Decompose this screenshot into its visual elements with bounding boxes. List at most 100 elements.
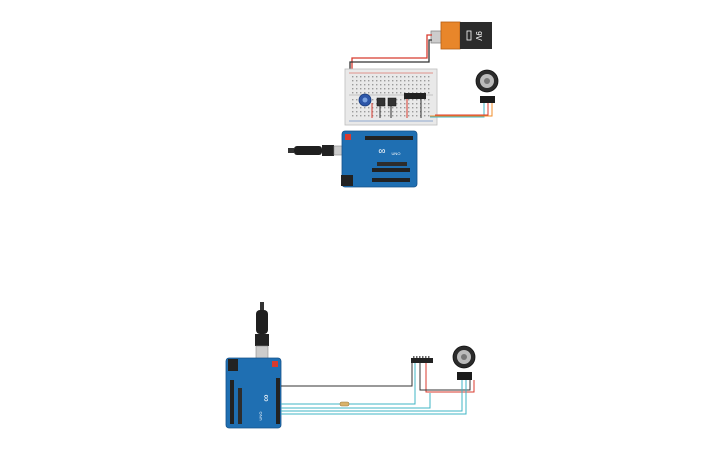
breadboard-hole xyxy=(384,107,386,109)
breadboard-hole xyxy=(360,88,362,90)
breadboard-hole xyxy=(396,107,398,109)
breadboard-hole xyxy=(376,76,378,78)
breadboard-hole xyxy=(372,92,374,94)
usb-cable-bottom[interactable] xyxy=(255,302,269,361)
breadboard-hole xyxy=(428,80,430,82)
breadboard-hole xyxy=(416,111,418,113)
breadboard-hole xyxy=(428,92,430,94)
breadboard-hole xyxy=(356,103,358,105)
breadboard-hole xyxy=(380,107,382,109)
breadboard-hole xyxy=(404,76,406,78)
breadboard-hole xyxy=(424,80,426,82)
breadboard-hole xyxy=(420,80,422,82)
breadboard-hole xyxy=(424,103,426,105)
resistor[interactable] xyxy=(339,401,350,407)
breadboard-hole xyxy=(416,103,418,105)
wire-motor-orange[interactable] xyxy=(430,103,493,117)
breadboard-hole xyxy=(408,99,410,101)
breadboard-hole xyxy=(376,111,378,113)
wire-bottom-red-1[interactable] xyxy=(425,363,475,393)
breadboard-hole xyxy=(396,103,398,105)
breadboard-hole xyxy=(360,115,362,117)
breadboard-hole xyxy=(388,84,390,86)
breadboard-hole xyxy=(420,76,422,78)
usb-cable-icon[interactable] xyxy=(288,145,349,156)
stepper-motor-bottom[interactable] xyxy=(452,345,476,380)
breadboard-hole xyxy=(428,99,430,101)
breadboard-hole xyxy=(400,92,402,94)
breadboard-hole xyxy=(420,92,422,94)
wire-bottom-black-2[interactable] xyxy=(419,363,471,391)
breadboard-hole xyxy=(408,115,410,117)
breadboard-hole xyxy=(412,115,414,117)
breadboard-hole xyxy=(404,88,406,90)
wire-motor-teal[interactable] xyxy=(430,103,485,118)
breadboard-hole xyxy=(364,107,366,109)
arduino-top-brand: UNO xyxy=(392,151,401,156)
breadboard-hole xyxy=(416,76,418,78)
breadboard-hole xyxy=(428,115,430,117)
breadboard-hole xyxy=(368,115,370,117)
top-circuit[interactable]: 9V xyxy=(288,21,499,188)
wire-battery-black[interactable] xyxy=(349,39,432,70)
wire-bottom-teal-2[interactable] xyxy=(281,393,431,409)
breadboard-hole xyxy=(400,80,402,82)
breadboard-hole xyxy=(372,115,374,117)
breadboard-hole xyxy=(380,76,382,78)
pushbutton-1[interactable] xyxy=(376,97,386,107)
breadboard-hole xyxy=(412,80,414,82)
arduino-bottom-logo: ∞ xyxy=(261,394,272,401)
breadboard-hole xyxy=(368,84,370,86)
breadboard-hole xyxy=(396,80,398,82)
breadboard-hole xyxy=(424,115,426,117)
breadboard-hole xyxy=(356,80,358,82)
driver-chip-icon[interactable] xyxy=(404,93,426,99)
breadboard-hole xyxy=(428,107,430,109)
wire-bottom-teal-4[interactable] xyxy=(281,380,467,415)
breadboard-hole xyxy=(420,84,422,86)
driver-board[interactable] xyxy=(411,356,433,363)
breadboard-hole xyxy=(388,107,390,109)
wire-bottom-teal-3[interactable] xyxy=(281,380,463,412)
breadboard-hole xyxy=(424,111,426,113)
wire-bottom-teal-1[interactable] xyxy=(281,363,416,405)
breadboard-hole xyxy=(364,88,366,90)
breadboard-hole xyxy=(364,111,366,113)
arduino-uno-top[interactable]: ∞ UNO xyxy=(341,130,418,188)
breadboard-hole xyxy=(372,99,374,101)
breadboard-hole xyxy=(416,99,418,101)
wire-bottom-black[interactable] xyxy=(281,363,413,387)
breadboard-hole xyxy=(360,107,362,109)
breadboard-hole xyxy=(400,84,402,86)
breadboard-hole xyxy=(416,92,418,94)
breadboard-hole xyxy=(368,107,370,109)
stepper-motor-icon[interactable] xyxy=(475,69,499,103)
battery-9v[interactable]: 9V xyxy=(430,21,492,50)
breadboard-hole xyxy=(396,99,398,101)
breadboard-hole xyxy=(360,80,362,82)
potentiometer[interactable] xyxy=(358,93,372,107)
arduino-top-logo: ∞ xyxy=(378,146,385,157)
breadboard-hole xyxy=(364,84,366,86)
breadboard-hole xyxy=(404,92,406,94)
breadboard-hole xyxy=(404,107,406,109)
breadboard-hole xyxy=(352,107,354,109)
breadboard-hole xyxy=(388,80,390,82)
breadboard-hole xyxy=(356,107,358,109)
bottom-circuit[interactable]: ∞ UNO xyxy=(225,302,476,429)
arduino-bottom-brand: UNO xyxy=(258,412,263,421)
pushbutton-2[interactable] xyxy=(387,97,397,107)
breadboard-hole xyxy=(384,84,386,86)
breadboard-hole xyxy=(384,111,386,113)
breadboard-hole xyxy=(388,92,390,94)
breadboard-hole xyxy=(396,92,398,94)
breadboard-hole xyxy=(372,76,374,78)
breadboard-hole xyxy=(376,107,378,109)
wire-motor-red[interactable] xyxy=(435,103,489,116)
breadboard-hole xyxy=(428,88,430,90)
breadboard-hole xyxy=(392,84,394,86)
breadboard-hole xyxy=(372,103,374,105)
breadboard-hole xyxy=(424,92,426,94)
arduino-uno-bottom[interactable]: ∞ UNO xyxy=(225,357,282,429)
